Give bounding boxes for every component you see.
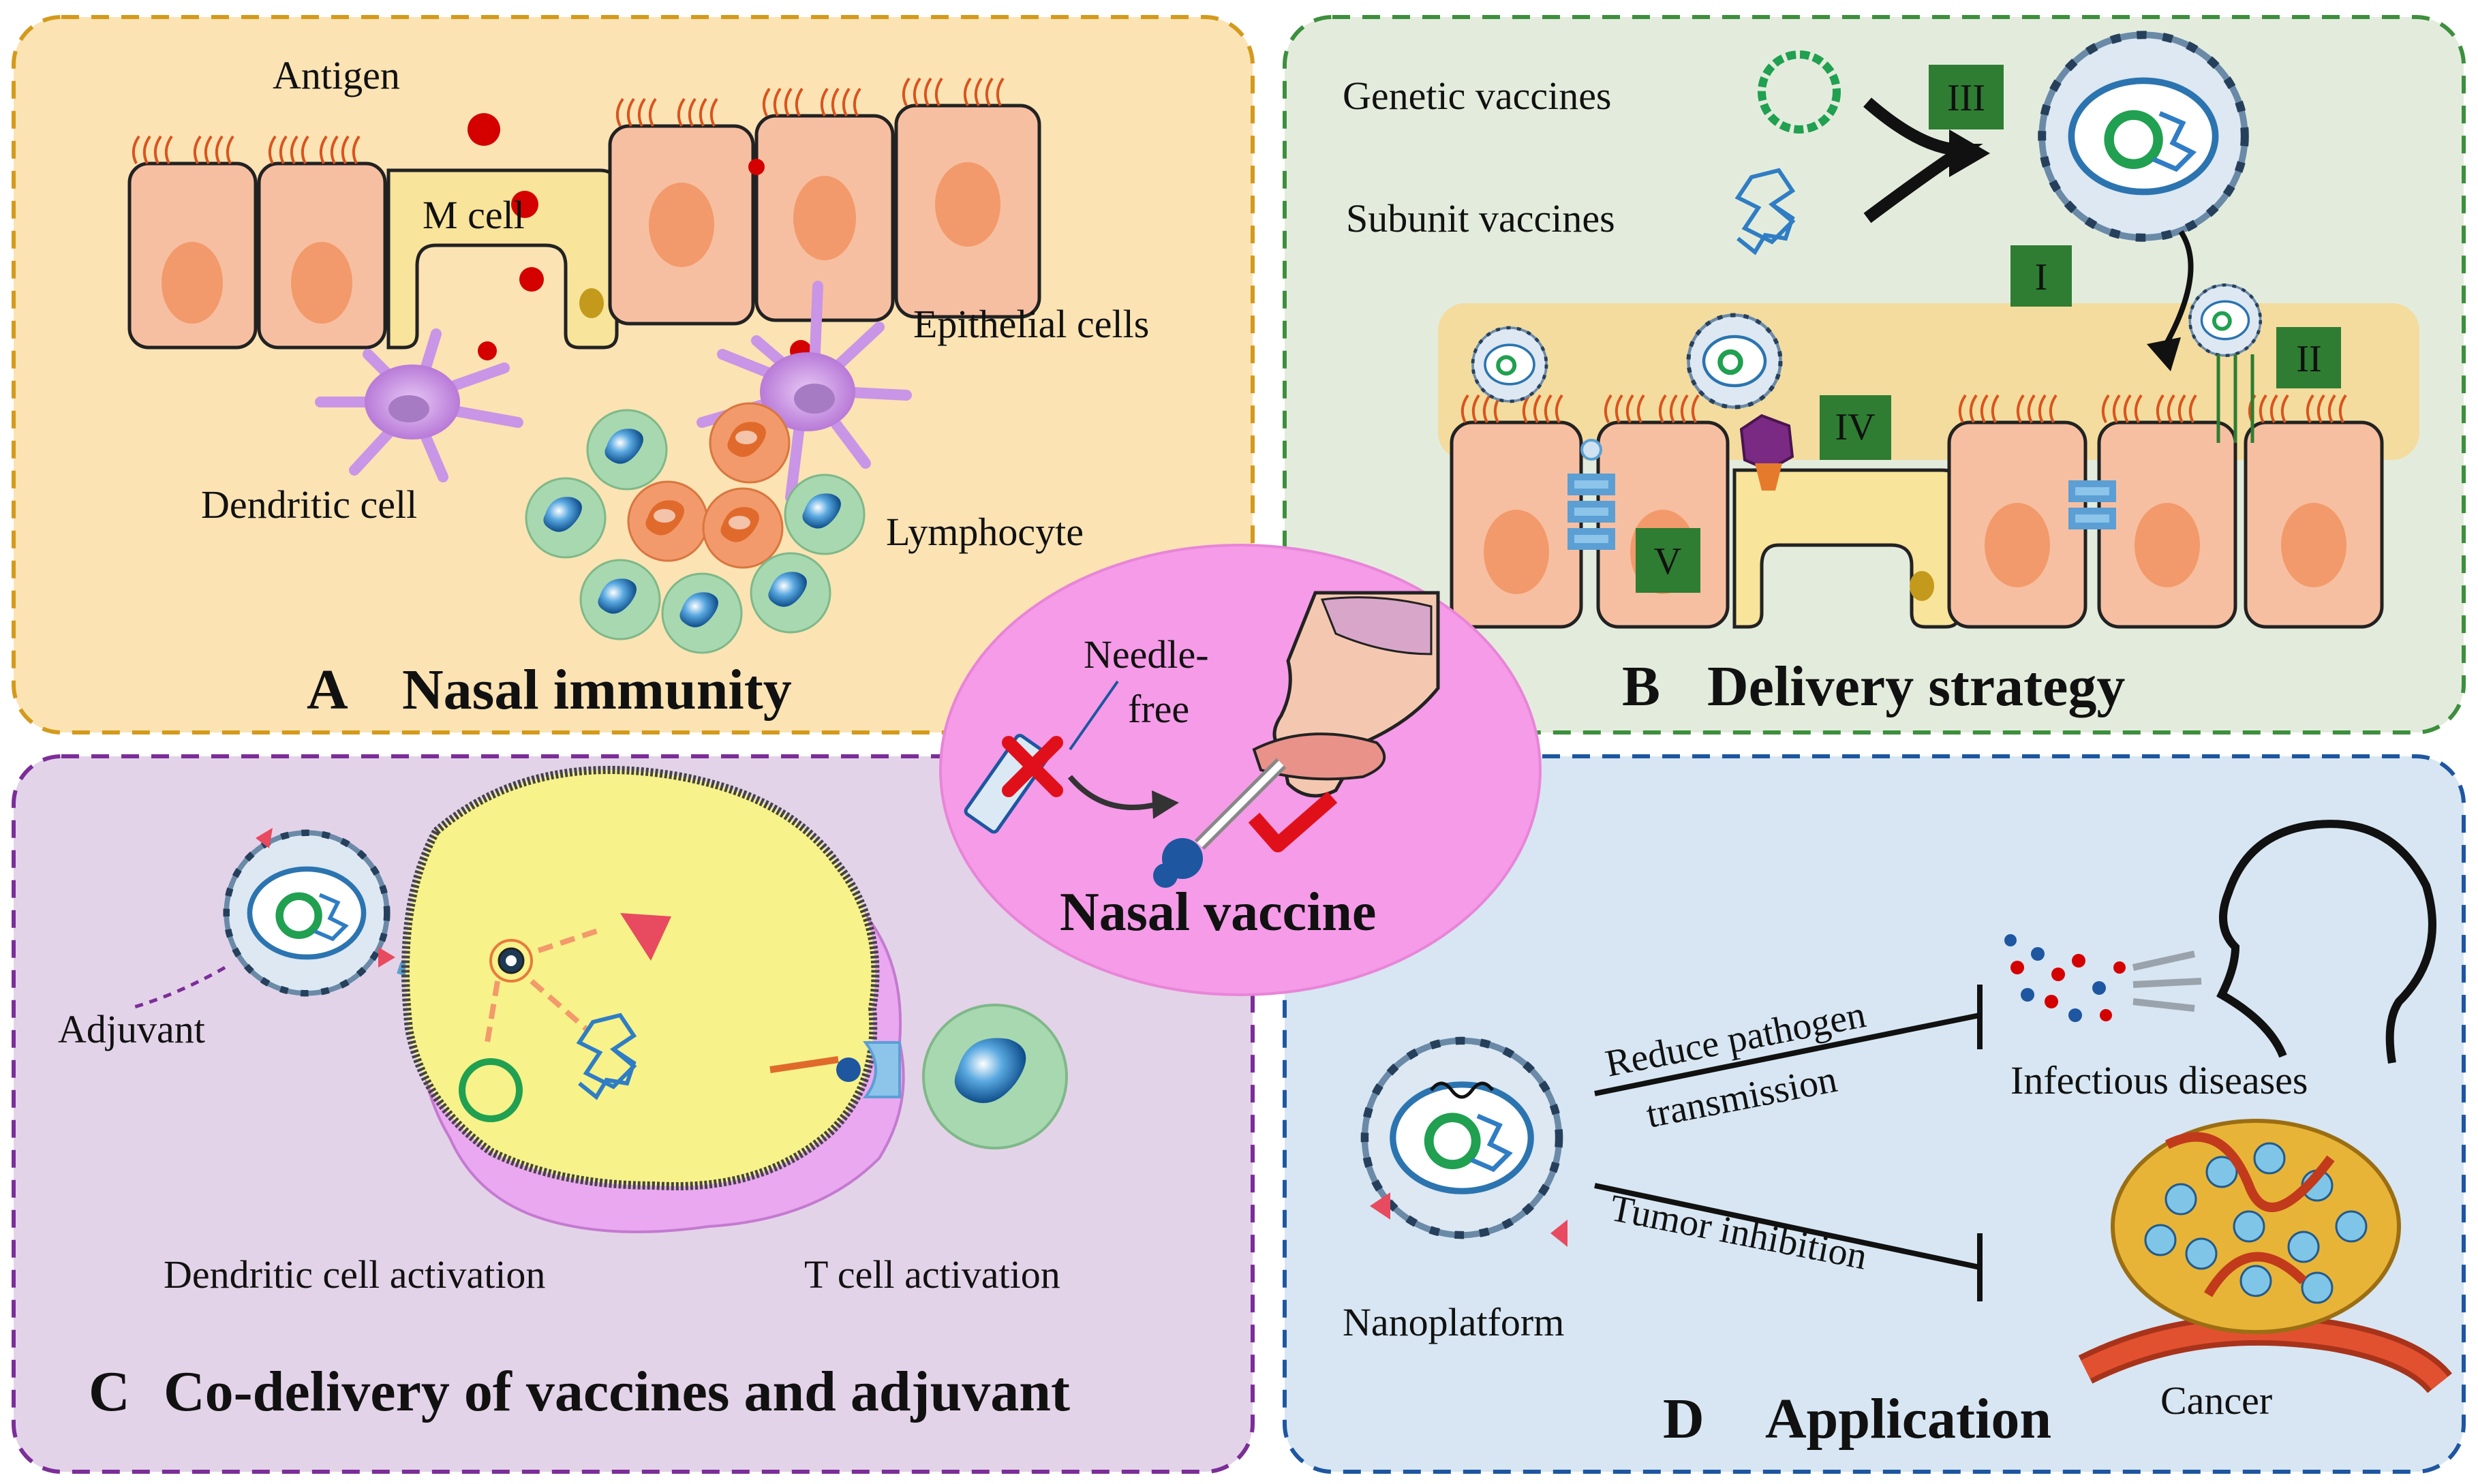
subunit-label: Subunit vaccines	[1346, 196, 1615, 241]
needle-free-line2: free	[1128, 687, 1189, 731]
receptor-ligand	[1739, 414, 1794, 472]
antigen-label: Antigen	[273, 53, 400, 97]
adjuvant-label: Adjuvant	[58, 1007, 205, 1051]
epithelial-row	[127, 104, 1041, 350]
tumor-icon	[2078, 1119, 2452, 1394]
nanoplatform-icon	[1364, 1040, 1559, 1235]
genetic-label: Genetic vaccines	[1343, 74, 1612, 118]
nanoplatform-label: Nanoplatform	[1343, 1300, 1564, 1344]
plasmid-icon	[1758, 50, 1841, 134]
panel-d-title: Application	[1765, 1387, 2051, 1451]
antigen-dots	[468, 113, 812, 362]
breath-lines	[2132, 950, 2202, 1012]
adjuvant-triangle	[620, 913, 671, 961]
panel-a-title: Nasal immunity	[402, 658, 792, 722]
infectious-label: Infectious diseases	[2010, 1058, 2308, 1102]
cross-icon	[1002, 736, 1063, 797]
pathogen-spray	[2004, 934, 2126, 1022]
dendritic-cell-body	[401, 766, 880, 1190]
nose-profile-icon	[1252, 591, 1440, 798]
svg-text:I: I	[2035, 256, 2048, 298]
panel-d: Reduce pathogen transmission Tumor inhib…	[1283, 754, 2466, 1474]
nanoparticle-b2	[1689, 315, 1781, 407]
tight-junctions	[1567, 474, 2116, 550]
panel-b-letter: B	[1622, 655, 1660, 718]
cancer-label: Cancer	[2160, 1378, 2272, 1423]
route-box-v: V	[1636, 528, 1700, 593]
svg-text:V: V	[1654, 540, 1681, 583]
svg-text:IV: IV	[1835, 406, 1875, 448]
route-box-i: I	[2010, 245, 2072, 307]
t-cell	[922, 1004, 1068, 1149]
nanoparticle-large	[2042, 35, 2245, 238]
dc-activation-label: Dendritic cell activation	[164, 1252, 545, 1297]
route-box-iv: IV	[1820, 395, 1891, 460]
nanoparticle-c	[226, 833, 387, 993]
center-title: Nasal vaccine	[1060, 882, 1376, 942]
nasal-spray-icon	[1153, 758, 1287, 888]
nanoparticle-b1	[1473, 328, 1546, 401]
check-icon	[1248, 791, 1338, 852]
transcytosis-arrows	[2216, 354, 2254, 443]
panel-a-letter: A	[307, 658, 348, 722]
panel-c-letter: C	[89, 1360, 130, 1423]
svg-text:III: III	[1947, 77, 1985, 119]
nanoparticle-b3	[2190, 285, 2261, 356]
epithelial-label: Epithelial cells	[913, 302, 1149, 346]
route-box-iii: III	[1929, 65, 2004, 129]
dendritic-cell-left	[315, 328, 523, 482]
panel-b-title: Delivery strategy	[1707, 655, 2125, 718]
m-cell-label: M cell	[423, 193, 525, 237]
t-activation-label: T cell activation	[804, 1252, 1060, 1297]
dendritic-label: Dendritic cell	[201, 482, 417, 527]
panel-a: Antigen M cell Epithelial cells Dendriti…	[12, 15, 1255, 735]
route-box-ii: II	[2276, 327, 2341, 388]
panel-c: Adjuvant Dendritic cell activation T cel…	[12, 754, 1255, 1474]
head-icon	[2216, 820, 2436, 1064]
panel-d-letter: D	[1663, 1387, 1704, 1451]
svg-text:II: II	[2296, 338, 2321, 380]
needle-free-line1: Needle-	[1084, 632, 1209, 677]
center-nasal-vaccine: Needle- free Nasal vaccine	[939, 544, 1542, 996]
panel-b: Genetic vaccines Subunit vaccines	[1283, 15, 2466, 735]
lymphocyte-label: Lymphocyte	[886, 510, 1084, 554]
protein-icon	[1734, 168, 1796, 256]
panel-c-title: Co-delivery of vaccines and adjuvant	[164, 1360, 1070, 1423]
